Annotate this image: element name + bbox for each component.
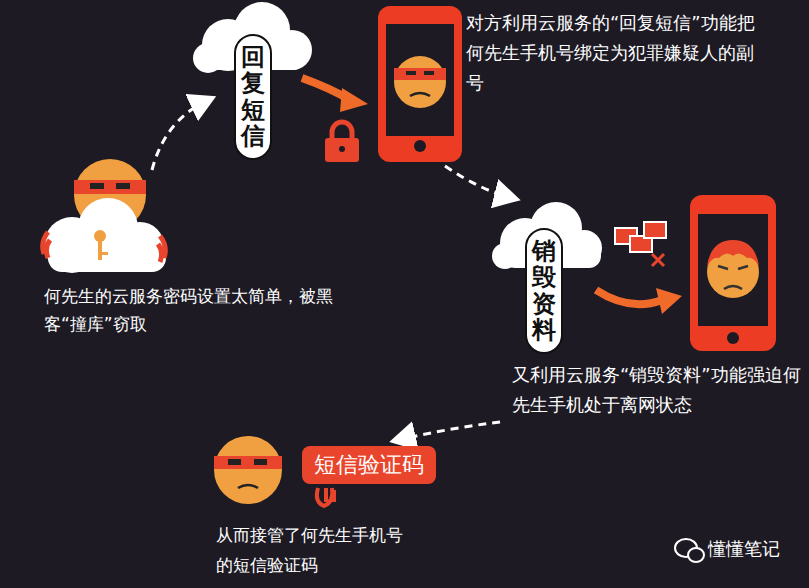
dashed-arrow (152, 100, 208, 170)
note-text: 何先生的云服务密码设置太简单，被黑客“撞库”窃取 (44, 282, 336, 338)
phone (378, 6, 462, 162)
note-text: 又利用云服务“销毁资料”功能强迫何先生手机处于离网状态 (512, 360, 802, 420)
arrow-head (340, 88, 368, 112)
padlock (325, 122, 359, 162)
note-text: 从而接管了何先生手机号的短信验证码 (216, 520, 412, 580)
dashed-arrow (445, 166, 512, 198)
node-text: 销毁资料 (532, 238, 556, 344)
node-text: 短信验证码 (314, 452, 424, 477)
cloud-label: 回复短信 (234, 34, 272, 160)
cloud-label: 销毁资料 (525, 228, 563, 354)
arrow (596, 290, 662, 304)
wechat-icon (675, 539, 704, 562)
arrow-head (656, 288, 682, 314)
dashed-arrow (398, 422, 500, 440)
hacker-with-cloud (43, 159, 166, 273)
code-badge: 短信验证码 (302, 446, 436, 484)
note-text: 对方利用云服务的“回复短信”功能把何先生手机号绑定为犯罪嫌疑人的副号 (466, 8, 766, 98)
node-text: 回复短信 (241, 44, 265, 150)
broken-screen-icon (615, 222, 666, 266)
phone (690, 195, 776, 351)
watermark: 懂懂笔记 (708, 537, 798, 561)
